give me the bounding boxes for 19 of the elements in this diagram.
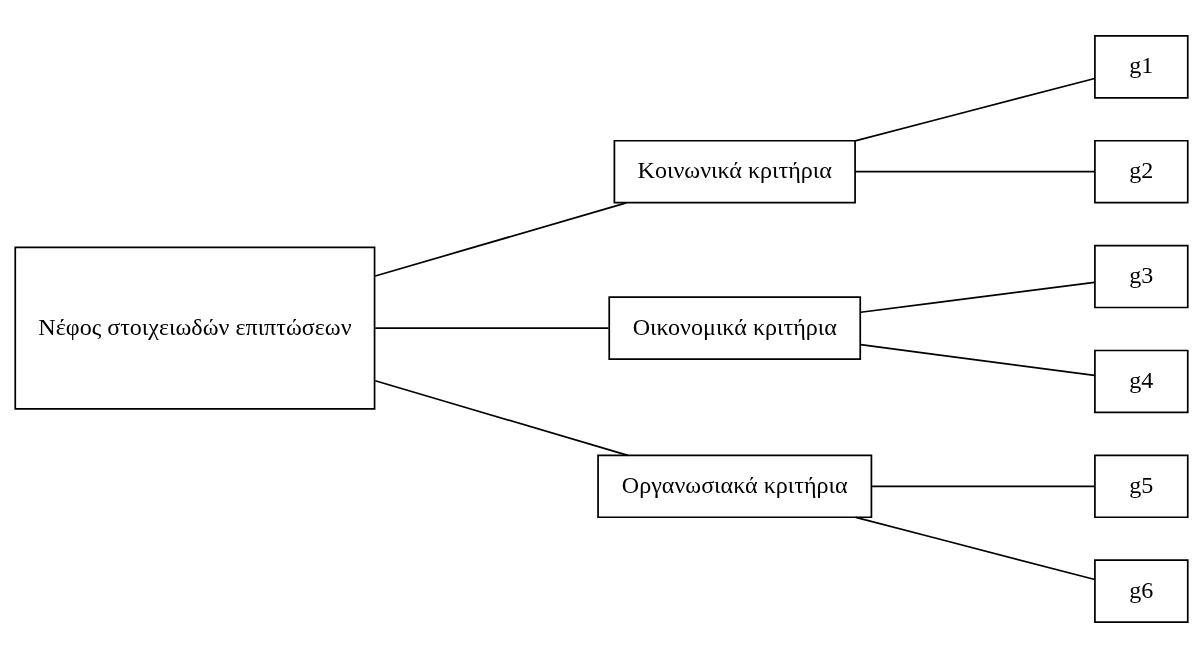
- node-box: g5: [1094, 454, 1189, 518]
- connector: [859, 343, 1096, 376]
- node-box: g4: [1094, 349, 1189, 413]
- connector: [854, 170, 1096, 173]
- node-box: g3: [1094, 244, 1189, 308]
- node-box: g2: [1094, 139, 1189, 203]
- node-box: g1: [1094, 34, 1189, 99]
- connector: [854, 516, 1096, 580]
- node-box: Κοινωνικά κριτήρια: [613, 139, 856, 203]
- connector: [374, 201, 628, 277]
- node-box: Νέφος στοιχειωδών επιπτώσεων: [14, 246, 376, 410]
- connector: [374, 326, 610, 329]
- connector: [374, 379, 629, 456]
- connector: [854, 77, 1096, 142]
- node-box: Οικονομικά κριτήρια: [608, 295, 862, 360]
- node-box: g6: [1094, 558, 1189, 623]
- connector: [859, 280, 1096, 313]
- node-box: Οργανωσιακά κριτήρια: [597, 454, 873, 518]
- connector: [870, 484, 1096, 487]
